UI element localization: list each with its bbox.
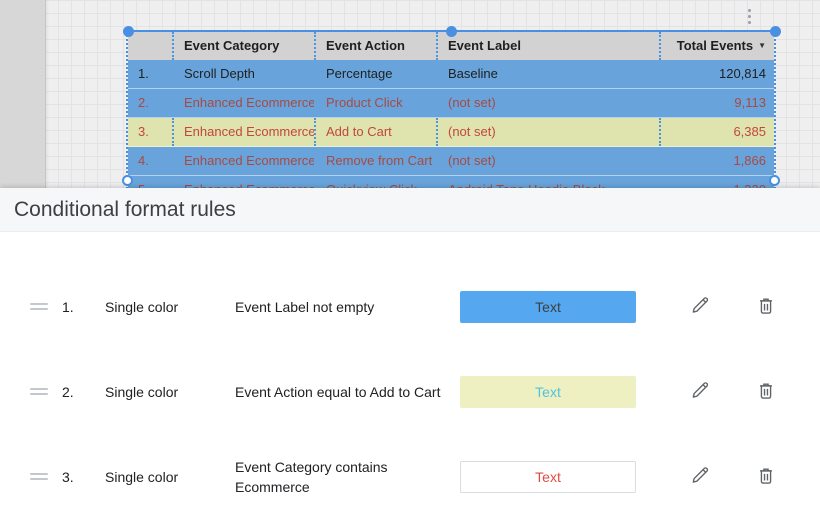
cell-event-category: Scroll Depth xyxy=(184,66,255,81)
cell-total-events: 6,385 xyxy=(659,118,774,146)
cell-row-index: 2. xyxy=(138,95,149,110)
data-table[interactable]: Event Category Event Action Event Label … xyxy=(126,30,776,188)
selection-handle-mid-left[interactable] xyxy=(122,175,133,186)
cell-row-index: 5. xyxy=(128,176,172,188)
cell-event-action: Remove from Cart xyxy=(326,153,433,168)
header-cell-action[interactable]: Event Action xyxy=(314,32,436,60)
cell-total-events: 9,113 xyxy=(734,95,766,110)
sort-desc-icon[interactable]: ▼ xyxy=(758,41,766,50)
edit-rule-button[interactable] xyxy=(689,381,711,403)
cell-total-events: 1,320 xyxy=(659,176,774,188)
header-total-text: Total Events xyxy=(676,38,754,53)
rule-type: Single color xyxy=(105,383,179,400)
rule-format-preview[interactable]: Text xyxy=(460,460,636,493)
rule-format-preview[interactable]: Text xyxy=(460,290,636,323)
delete-rule-button[interactable] xyxy=(755,296,777,318)
cell-row-index: 1. xyxy=(138,66,149,81)
table-row: 4. Enhanced Ecommerce Remove from Cart (… xyxy=(128,147,774,176)
rule-condition: Event Category contains Ecommerce xyxy=(235,458,388,495)
rule-condition: Event Action equal to Add to Cart xyxy=(235,383,441,400)
pencil-icon xyxy=(689,464,711,489)
cell-total-events: 1,866 xyxy=(733,153,766,168)
header-cell-category[interactable]: Event Category xyxy=(172,32,314,60)
rule-index: 2. xyxy=(62,383,74,400)
cell-event-label: (not set) xyxy=(448,153,496,168)
table-row: 3. Enhanced Ecommerce Add to Cart (not s… xyxy=(128,118,774,147)
cell-event-action: Quickview Click xyxy=(314,176,436,188)
selection-handle-mid-right[interactable] xyxy=(769,175,780,186)
format-rule-row: 3. Single color Event Category contains … xyxy=(0,434,820,519)
header-cell-num[interactable] xyxy=(128,32,172,60)
delete-rule-button[interactable] xyxy=(755,466,777,488)
table-row: 5. Enhanced Ecommerce Quickview Click An… xyxy=(128,176,774,188)
left-panel-edge xyxy=(0,0,46,188)
rule-index: 1. xyxy=(62,298,74,315)
selection-handle-top-left[interactable] xyxy=(123,26,134,37)
trash-icon xyxy=(755,464,777,489)
cell-event-category: Enhanced Ecommerce xyxy=(184,153,314,168)
trash-icon xyxy=(755,294,777,319)
table-row: 1. Scroll Depth Percentage Baseline 120,… xyxy=(128,60,774,89)
cell-row-index: 4. xyxy=(138,153,149,168)
cell-event-action: Percentage xyxy=(326,66,393,81)
conditional-format-panel: Conditional format rules 1. Single color… xyxy=(0,188,820,524)
rule-format-preview[interactable]: Text xyxy=(460,375,636,408)
rule-index: 3. xyxy=(62,468,74,485)
drag-handle-icon[interactable] xyxy=(30,303,48,310)
kebab-menu-icon[interactable] xyxy=(742,5,756,27)
header-cell-label[interactable]: Event Label xyxy=(436,32,659,60)
trash-icon xyxy=(755,379,777,404)
panel-header: Conditional format rules xyxy=(0,188,820,232)
cell-event-action: Product Click xyxy=(326,95,403,110)
header-cell-total[interactable]: Total Events ▼ xyxy=(659,32,774,60)
table-row: 2. Enhanced Ecommerce Product Click (not… xyxy=(128,89,774,118)
pencil-icon xyxy=(689,379,711,404)
cell-event-category: Enhanced Ecommerce xyxy=(172,176,314,188)
cell-event-category: Enhanced Ecommerce xyxy=(184,95,314,110)
cell-event-label: (not set) xyxy=(436,118,659,146)
cell-row-index: 3. xyxy=(138,124,149,139)
cell-event-label: Baseline xyxy=(448,66,498,81)
cell-event-action: Add to Cart xyxy=(314,118,436,146)
format-rule-row: 2. Single color Event Action equal to Ad… xyxy=(0,349,820,434)
panel-title: Conditional format rules xyxy=(14,197,236,221)
cell-event-category: Enhanced Ecommerce xyxy=(172,118,314,146)
drag-handle-icon[interactable] xyxy=(30,388,48,395)
cell-total-events: 120,814 xyxy=(719,66,766,81)
drag-handle-icon[interactable] xyxy=(30,473,48,480)
format-rule-row: 1. Single color Event Label not empty Te… xyxy=(0,264,820,349)
edit-rule-button[interactable] xyxy=(689,296,711,318)
selection-handle-top-center[interactable] xyxy=(446,26,457,37)
cell-event-label: (not set) xyxy=(448,95,496,110)
cell-event-label: Android Tone Hoodie Black xyxy=(436,176,659,188)
rules-list: 1. Single color Event Label not empty Te… xyxy=(0,232,820,519)
report-canvas: Event Category Event Action Event Label … xyxy=(0,0,820,188)
edit-rule-button[interactable] xyxy=(689,466,711,488)
rule-type: Single color xyxy=(105,298,179,315)
pencil-icon xyxy=(689,294,711,319)
delete-rule-button[interactable] xyxy=(755,381,777,403)
selection-handle-top-right[interactable] xyxy=(770,26,781,37)
rule-type: Single color xyxy=(105,468,179,485)
rule-condition: Event Label not empty xyxy=(235,298,375,315)
